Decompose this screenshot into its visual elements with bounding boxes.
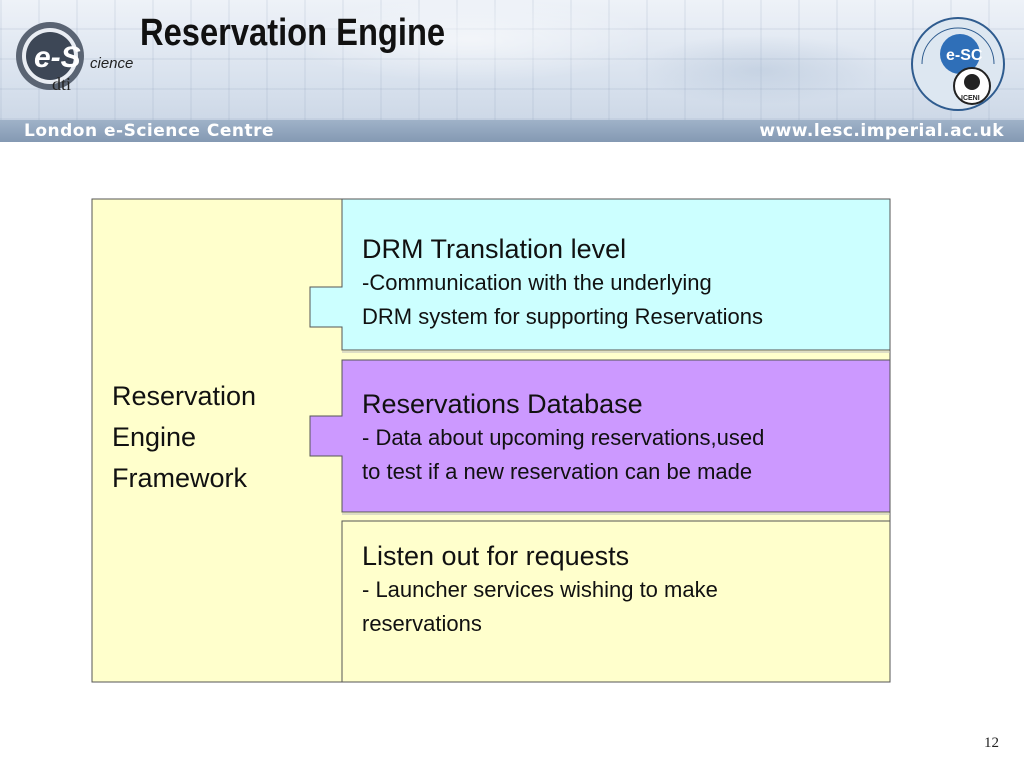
- layer-description-line: - Launcher services wishing to make: [362, 577, 718, 602]
- layer-listen-requests: Listen out for requests - Launcher servi…: [362, 539, 887, 641]
- layer-description-line: -Communication with the underlying: [362, 270, 712, 295]
- layer-reservations-database: Reservations Database - Data about upcom…: [362, 387, 887, 489]
- header-band-right-text: www.lesc.imperial.ac.uk: [759, 121, 1004, 141]
- page-number: 12: [984, 735, 999, 751]
- layer-title: DRM Translation level: [362, 234, 627, 264]
- slide-header: [0, 0, 1024, 142]
- layer-drm-translation: DRM Translation level -Communication wit…: [362, 232, 887, 334]
- layer-description-line: - Data about upcoming reservations,used: [362, 425, 765, 450]
- header-band-left-text: London e-Science Centre: [24, 121, 275, 141]
- layer-description-line: DRM system for supporting Reservations: [362, 304, 764, 329]
- header-background: [0, 0, 1024, 120]
- layer-description-line: to test if a new reservation can be made: [362, 459, 753, 484]
- framework-label-line: Framework: [112, 463, 248, 493]
- framework-label-line: Reservation: [112, 381, 257, 411]
- layer-drm-translation-block: [309, 198, 891, 351]
- layer-description-line: reservations: [362, 611, 482, 636]
- layer-title: Reservations Database: [362, 389, 643, 419]
- svg-text:e-S: e-S: [34, 41, 81, 74]
- slide-title: Reservation Engine: [140, 12, 446, 54]
- escience-dti-logo: e-S cience dti: [12, 10, 147, 100]
- svg-text:e-SC: e-SC: [946, 47, 983, 64]
- framework-label-line: Engine: [112, 422, 197, 452]
- layer-title: Listen out for requests: [362, 541, 630, 571]
- framework-label: Reservation Engine Framework: [112, 376, 312, 499]
- svg-text:cience: cience: [90, 55, 133, 72]
- layer-reservations-db-block: [309, 359, 891, 513]
- svg-text:ICENI: ICENI: [961, 95, 980, 102]
- header-band: [0, 120, 1024, 142]
- lesc-logo: e-SC ICENI: [908, 14, 1008, 114]
- svg-text:dti: dti: [52, 74, 71, 94]
- layer-listen-block: [341, 520, 891, 683]
